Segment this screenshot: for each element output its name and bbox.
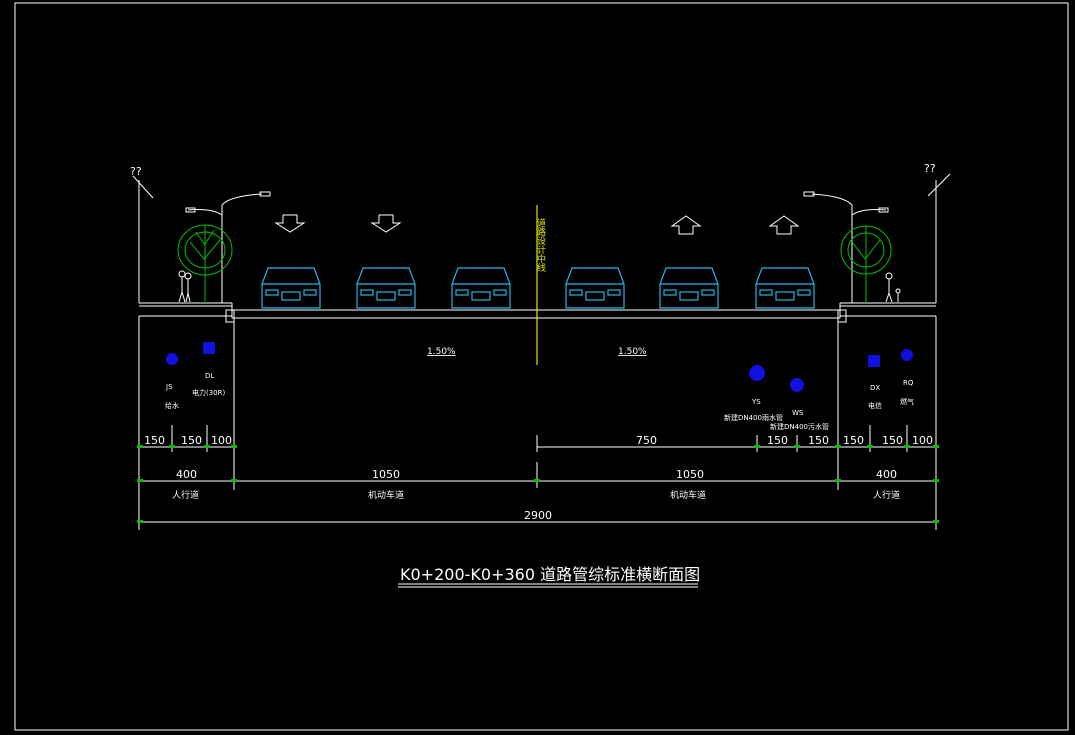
zone-sidewalk-right: 人行道 — [873, 489, 900, 501]
dim-right-750: 750 — [636, 434, 657, 447]
dim-sidewalk-right: 400 — [876, 468, 897, 481]
tree-right — [840, 225, 892, 303]
street-lamp-right — [803, 191, 889, 303]
left-corner-label: ?? — [130, 165, 142, 178]
right-corner-mark — [927, 173, 951, 197]
car-6 — [755, 267, 815, 309]
zone-lane-left: 机动车道 — [368, 489, 404, 501]
pipe-ws-code: WS — [792, 409, 804, 417]
pipe-dx-name: 电信 — [868, 401, 882, 410]
pipe-js-marker — [166, 353, 178, 365]
car-2 — [356, 267, 416, 309]
pedestrian-left — [178, 270, 192, 303]
car-5 — [659, 267, 719, 309]
dim-total: 2900 — [524, 509, 552, 522]
dim-right-mid-150b: 150 — [808, 434, 829, 447]
pipe-ws-marker — [790, 378, 804, 392]
dim-right-mid-150a: 150 — [767, 434, 788, 447]
pipe-rq-code: RQ — [903, 379, 914, 387]
car-4 — [565, 267, 625, 309]
pipe-ys-marker — [749, 365, 765, 381]
drawing-title: K0+200-K0+360 道路管综标准横断面图 — [400, 565, 700, 584]
pipe-rq-name: 燃气 — [900, 397, 914, 406]
centerline-label: 道路设计中线 — [535, 217, 546, 272]
dim-left-150b: 150 — [181, 434, 202, 447]
pipe-dx-code: DX — [870, 384, 880, 392]
pipe-ys-code: YS — [751, 398, 761, 406]
slope-right-label: 1.50% — [618, 347, 647, 357]
drawing-border — [14, 2, 1069, 731]
pipe-dl-code: DL — [205, 372, 214, 380]
pipe-dl-marker — [203, 342, 215, 354]
arrow-up-2 — [768, 215, 800, 235]
arrow-down-1 — [274, 214, 306, 233]
dim-right-side-150b: 150 — [882, 434, 903, 447]
left-corner-mark — [132, 175, 154, 199]
zone-lane-right: 机动车道 — [670, 489, 706, 501]
pipe-ys-name: 新建DN400雨水管 — [724, 413, 783, 422]
road-surface — [139, 302, 936, 323]
car-1 — [261, 267, 321, 309]
tree-left — [177, 224, 233, 303]
dim-lane-left: 1050 — [372, 468, 400, 481]
dim-right-side-100: 100 — [912, 434, 933, 447]
dimension-row-1 — [139, 425, 936, 452]
pipe-js-code: JS — [165, 383, 173, 391]
pipe-ws-name: 新建DN400污水管 — [770, 422, 829, 431]
pedestrian-right — [885, 272, 901, 303]
pipe-dl-name: 电力(30R) — [192, 388, 226, 397]
street-lamp-left — [185, 191, 271, 303]
pipe-js-name: 给水 — [165, 401, 179, 410]
right-corner-label: ?? — [924, 162, 936, 175]
dimension-ticks — [137, 445, 939, 523]
dim-left-150a: 150 — [144, 434, 165, 447]
pipe-rq-marker — [901, 349, 913, 361]
slope-left-label: 1.50% — [427, 347, 456, 357]
zone-sidewalk-left: 人行道 — [172, 489, 199, 501]
dim-lane-right: 1050 — [676, 468, 704, 481]
pipe-dx-marker — [868, 355, 880, 367]
arrow-up-1 — [670, 215, 702, 235]
dim-sidewalk-left: 400 — [176, 468, 197, 481]
car-3 — [451, 267, 511, 309]
dim-left-100: 100 — [211, 434, 232, 447]
dim-right-side-150a: 150 — [843, 434, 864, 447]
arrow-down-2 — [370, 214, 402, 233]
